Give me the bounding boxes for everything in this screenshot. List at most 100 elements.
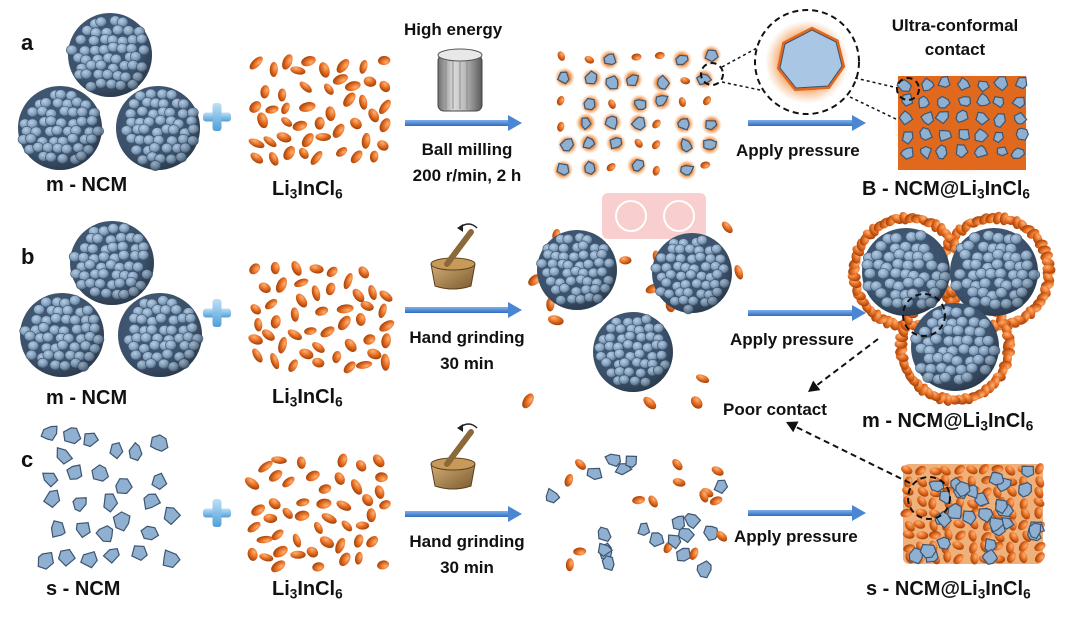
electrolyte-particle: [273, 545, 288, 558]
electrolyte-particle: [312, 357, 325, 368]
electrolyte-particle: [292, 533, 302, 548]
cathode-label-c: s - NCM: [46, 578, 121, 600]
electrolyte-particle: [900, 508, 913, 518]
ncm-single-crystal: [604, 453, 622, 468]
process-label-c-2: 30 min: [440, 558, 494, 577]
electrolyte-particle: [901, 465, 913, 475]
electrolyte-particle: [1005, 465, 1016, 476]
electrolyte-particle: [361, 132, 371, 149]
zoom-connector-line: [854, 77, 899, 89]
compressed-ncm-crystal: [899, 147, 914, 160]
electrolyte-particle: [978, 464, 990, 475]
plus-icon: [203, 299, 231, 327]
electrolyte-particle: [368, 284, 377, 301]
process-label-a-1: Ball milling: [421, 140, 513, 159]
coated-ncm-crystal: [703, 138, 718, 151]
mortar-pestle-icon: [430, 223, 478, 290]
electrolyte-particle: [970, 552, 979, 565]
ncm-secondary-particle: [910, 303, 1001, 391]
electrolyte-particle: [1018, 551, 1028, 564]
electrolyte-particle: [283, 146, 296, 161]
electrolyte-particle: [248, 138, 265, 149]
zoom-connector-line: [849, 96, 899, 121]
compressed-ncm-crystal: [920, 111, 935, 126]
electrolyte-particle: [269, 62, 278, 77]
compressed-ncm-crystal: [989, 517, 1005, 533]
electrolyte-particle: [299, 348, 314, 360]
electrolyte-particle: [314, 116, 325, 130]
electrolyte-particle: [721, 221, 733, 234]
electrolyte-particle: [1034, 542, 1046, 552]
electrolyte-particle: [366, 508, 377, 523]
electrolyte-particle: [311, 285, 321, 302]
electrolyte-label-c: Li3InCl6: [272, 578, 343, 602]
electrolyte-particle: [244, 477, 260, 490]
electrolyte-particle: [700, 161, 711, 169]
electrolyte-particle: [336, 147, 348, 157]
electrolyte-particle: [265, 105, 279, 114]
compressed-ncm-crystal: [1010, 147, 1026, 160]
hand-grinding-arrow-c: [405, 506, 522, 522]
electrolyte-particle: [248, 334, 263, 345]
electrolyte-particle: [276, 132, 292, 143]
electrolyte-particle: [575, 459, 586, 470]
electrolyte-particle: [350, 479, 363, 495]
coated-ncm-crystal: [631, 159, 645, 172]
electrolyte-particle: [271, 560, 286, 573]
electrolyte-particle: [584, 55, 595, 64]
electrolyte-particle: [954, 464, 965, 475]
coated-ncm-crystal: [655, 95, 669, 107]
electrolyte-particle: [928, 497, 937, 510]
compressed-ncm-crystal: [1014, 76, 1028, 90]
coated-ncm-crystal: [679, 164, 695, 176]
compressed-ncm-crystal: [1013, 111, 1028, 125]
compressed-ncm-crystal: [955, 480, 971, 498]
mixed-powder-c: [545, 453, 729, 579]
electrolyte-particle: [309, 264, 324, 274]
electrolyte-particle: [321, 513, 337, 524]
electrolyte-particle: [292, 120, 308, 131]
apply-pressure-label-b: Apply pressure: [730, 330, 854, 349]
electrolyte-particle: [256, 535, 273, 544]
electrolyte-particle: [1018, 540, 1029, 552]
electrolyte-particle: [362, 494, 374, 507]
electrolyte-particle: [968, 530, 977, 542]
panel-tag-a: a: [21, 30, 34, 55]
coated-ncm-crystal: [556, 162, 570, 176]
compressed-ncm-crystal: [988, 471, 1005, 486]
electrolyte-particle: [556, 95, 565, 106]
electrolyte-particle: [316, 498, 332, 509]
panel-tag-b: b: [21, 244, 35, 269]
electrolyte-particle: [352, 288, 365, 303]
electrolyte-particle: [359, 94, 368, 110]
electrolyte-particle: [902, 530, 915, 539]
electrolyte-particle: [953, 553, 964, 565]
electrolyte-particle: [271, 456, 287, 464]
mortar-pestle-icon: [430, 423, 478, 490]
ncm-single-crystal: [625, 455, 638, 469]
compressed-ncm-crystal: [977, 80, 990, 93]
electrolyte-particle: [324, 83, 334, 95]
compressed-ncm-crystal: [974, 128, 990, 143]
ultra-conformal-circle: [896, 77, 920, 101]
electrolyte-particle: [270, 315, 281, 329]
electrolyte-particle: [257, 112, 268, 129]
electrolyte-particle: [281, 117, 293, 127]
electrolyte-particle: [917, 486, 929, 497]
compressed-ncm-crystal: [1017, 481, 1032, 498]
process-label-b-1: Hand grinding: [409, 328, 525, 347]
ncm-single-crystal: [66, 464, 83, 480]
ncm-single-crystal: [42, 489, 61, 509]
compressed-ncm-crystal: [901, 131, 914, 145]
electrolyte-particle: [355, 521, 370, 530]
electrolyte-particle: [374, 485, 385, 499]
ncm-single-crystal: [115, 478, 133, 495]
electrolyte-particle: [943, 550, 952, 563]
electrolyte-particle: [557, 121, 565, 132]
ncm-single-crystal: [57, 548, 76, 567]
compressed-ncm-crystal: [898, 110, 914, 126]
ncm-secondary-particle: [19, 293, 105, 377]
electrolyte-particle: [379, 118, 391, 133]
ncm-single-crystal: [601, 555, 615, 572]
ncm-single-crystal: [143, 493, 162, 510]
